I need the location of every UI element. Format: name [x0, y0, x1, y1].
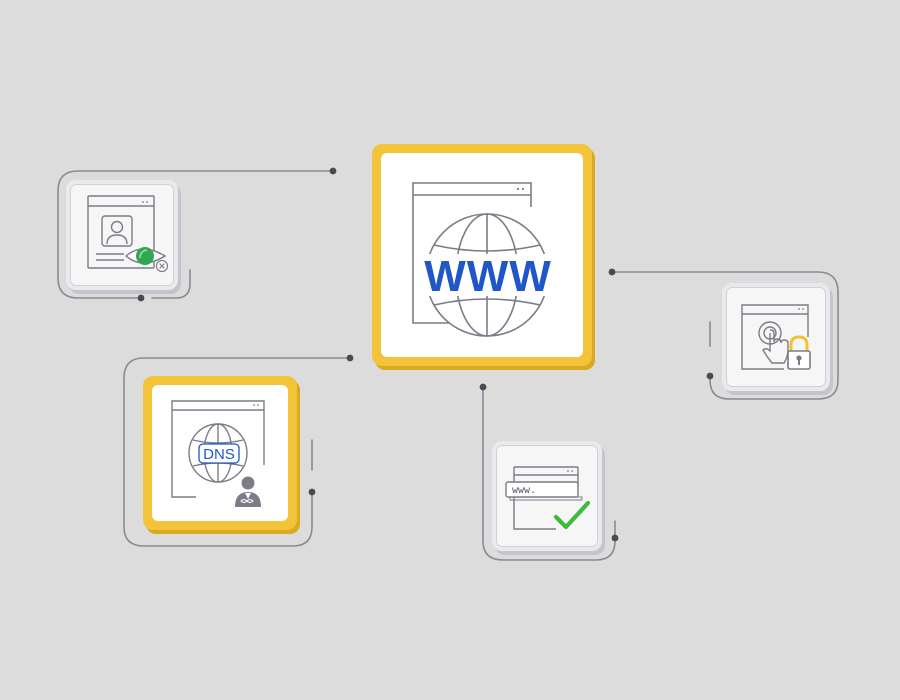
dns-tile[interactable]: DNS: [143, 376, 297, 530]
connector-dot: [611, 534, 619, 542]
url-text: www.: [512, 485, 536, 496]
touch-lock-icon: [741, 304, 811, 370]
www-tile[interactable]: WWW: [372, 144, 592, 366]
connector-dot: [137, 294, 145, 302]
connector-dot: [329, 167, 337, 175]
profile-privacy-eye-icon: [87, 195, 169, 273]
connector-dot: [346, 354, 354, 362]
dns-label: DNS: [203, 446, 235, 463]
connector-dot: [308, 488, 316, 496]
connector-dot: [706, 372, 714, 380]
domain-check-tile[interactable]: www.: [492, 441, 602, 551]
www-label: WWW: [424, 252, 552, 301]
dns-tile-inner: DNS: [152, 385, 288, 521]
globe-browser-icon: WWW: [412, 182, 553, 337]
www-tile-inner: WWW: [381, 153, 583, 357]
dns-globe-admin-icon: DNS: [171, 400, 265, 507]
connector-dot: [479, 383, 487, 391]
connector-dot: [608, 268, 616, 276]
secure-access-tile[interactable]: [722, 283, 830, 391]
address-bar-checkmark-icon: www.: [505, 466, 591, 530]
profile-privacy-tile[interactable]: [66, 180, 178, 290]
